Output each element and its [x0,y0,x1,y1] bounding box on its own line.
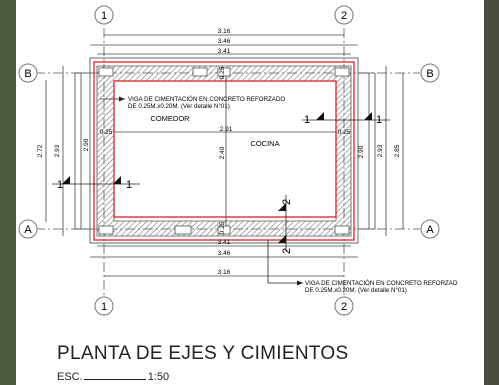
axis-label-right-a: A [426,224,434,236]
note-top: VIGA DE CIMENTACIÓN EN CONCRETO REFORZAD… [100,96,285,110]
axis-label-bottom-1: 1 [101,301,107,313]
dim-left-272: 2.72 [37,144,44,157]
bottom-dimensions [90,245,358,277]
dim-bottom-316: 3.16 [218,269,231,276]
note-bottom-line-1: VIGA DE CIMENTACIÓN EN CONCRETO REFORZAD [305,280,458,287]
dim-top-341: 3.41 [218,48,231,55]
axis-bubble-right-b [420,63,440,83]
room-label-cocina: COCINA [250,139,279,148]
note-bottom: VIGA DE CIMENTACIÓN EN CONCRETO REFORZAD… [267,240,458,294]
scale-underline [83,370,146,380]
axis-label-bottom-2: 2 [341,301,347,313]
scale-value: 1:50 [147,371,170,383]
axis-bubble-right-a [420,219,440,239]
dim-right-285: 2.85 [394,144,401,157]
note-top-line-2: DE 0.25M.x0.20M. (Ver detalle N°01) [128,103,230,110]
dim-bottom-341: 3.41 [218,239,231,246]
axis-bubble-left-a [18,219,38,239]
columns [98,67,350,235]
axis-bubble-top-1 [94,5,114,25]
left-edge-strip [0,0,16,385]
section-label-bottom: 2 [281,248,293,254]
drawing-scale: ESC. 1:50 [57,370,169,383]
note-bottom-line-2: DE 0.25M.x0.20M. (Ver detalle N°01) [305,287,407,294]
left-dimensions [45,66,82,236]
dim-bottom-346: 3.46 [218,250,231,257]
section-label-left-b: 1 [126,179,132,191]
dim-inner-240: 2.40 [219,146,226,159]
dim-top-346: 3.46 [218,38,231,45]
right-edge-strip [484,0,499,385]
footing-outline [89,57,359,244]
scale-prefix: ESC. [57,371,83,383]
axis-bubble-left-b [18,63,38,83]
section-mark-left: 1 1 [52,176,140,191]
note-top-line-1: VIGA DE CIMENTACIÓN EN CONCRETO REFORZAD… [128,96,285,103]
dim-left-290: 2.90 [83,138,90,151]
section-label-top-right-b: 1 [376,114,382,126]
dim-top-316: 3.16 [218,28,231,35]
room-label-comedor: COMEDOR [150,114,190,123]
axis-bubble-top-2 [334,5,354,25]
dim-wall-025-bottom: 0.25 [219,221,226,234]
axis-label-left-b: B [24,68,31,80]
axis-bubble-bottom-1 [94,296,114,316]
dim-inner-291: 2.91 [220,126,233,133]
foundation-beam-outline [93,61,355,241]
axis-label-top-1: 1 [101,10,107,22]
section-label-top-right-a: 1 [304,114,310,126]
top-dimensions [90,34,358,55]
axis-bubble-bottom-2 [334,296,354,316]
section-label-center: 2 [281,199,293,205]
right-dimensions [368,66,404,236]
axis-label-top-2: 2 [341,10,347,22]
section-label-left-a: 1 [57,179,63,191]
dim-wall-025-top: 0.25 [219,66,226,79]
dim-wall-025-right: 0.25 [338,129,351,136]
dim-left-293: 2.93 [54,144,61,157]
axis-label-left-a: A [24,224,32,236]
dim-right-293: 2.93 [377,144,384,157]
dim-right-290: 2.90 [358,145,365,158]
drawing-title: PLANTA DE EJES Y CIMIENTOS [57,343,349,364]
section-mark-top-right: 1 1 [302,112,390,126]
dim-wall-025-left: 0.25 [100,129,113,136]
axis-label-right-b: B [426,68,433,80]
section-mark-vertical: 2 2 [278,195,293,254]
